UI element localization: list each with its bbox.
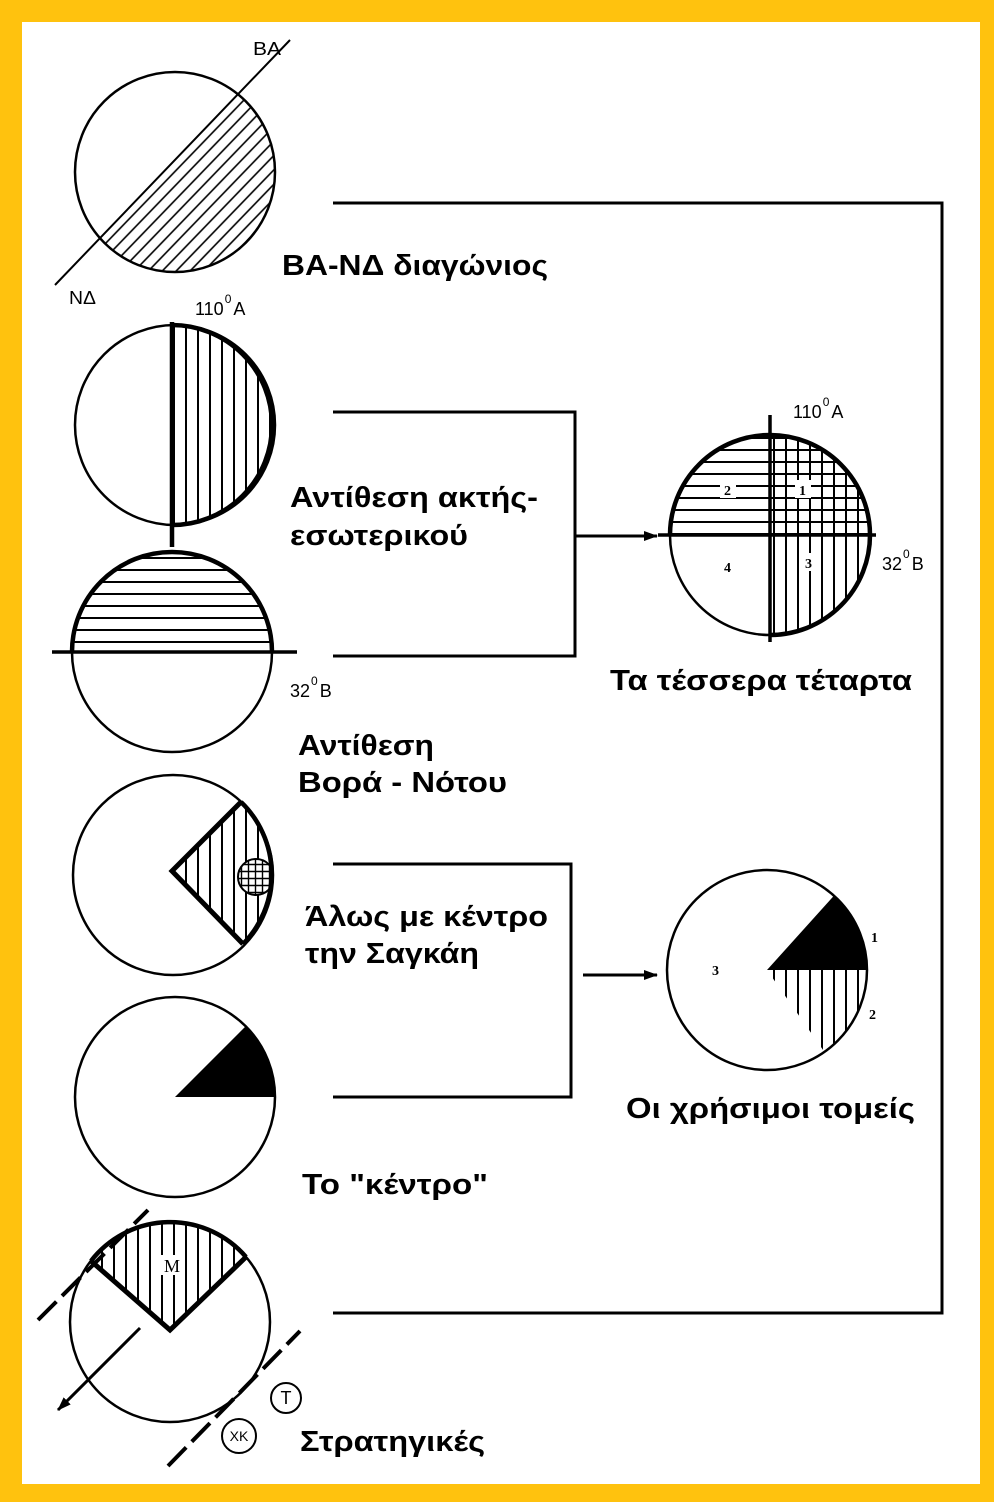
east-half-outline: [171, 322, 275, 528]
halo-title-line1: Άλως με κέντρο: [305, 901, 548, 933]
marker-xk-label: ΧΚ: [230, 1428, 249, 1444]
marker-t-circle: [270, 1382, 302, 1414]
strategic-zone-label-bg: [161, 1255, 183, 1275]
sector-1-black: [767, 895, 867, 970]
strategic-diagram: Μ Τ ΧΚ: [36, 1208, 302, 1468]
quadrant-2-label-bg: [720, 480, 736, 498]
strategic-zone-arc: [89, 1219, 248, 1263]
diagonal-circle: [73, 70, 277, 274]
useful-sectors-title: Οι χρήσιμοι τομείς: [626, 1093, 915, 1125]
coast-interior-title-line2: εσωτερικού: [290, 520, 468, 552]
diagonal-axis-line: [54, 39, 291, 286]
ne-label: ΒΑ: [253, 39, 281, 59]
meridian-dir: Α: [233, 299, 245, 319]
useful-sectors-diagram: 1 2 3: [665, 868, 878, 1072]
combine-bracket-1: [333, 410, 577, 658]
sector-2-hatch: [767, 970, 868, 1052]
diagonal-title: ΒΑ-ΝΔ διαγώνιος: [282, 250, 548, 282]
outer-connector-line: [333, 201, 944, 1315]
diagonal-diagram: ΒΑ ΝΔ ΒΑ-ΝΔ διαγώνιος: [54, 39, 548, 308]
parallel-dir: Β: [320, 681, 332, 701]
quadrants-parallel-dir: Β: [912, 554, 924, 574]
sector-2-label: 2: [869, 1008, 876, 1023]
quadrant-3-label-bg: [801, 553, 817, 571]
coast-interior-title-line1: Αντίθεση ακτής-: [290, 482, 538, 514]
quadrant-1-label: 1: [799, 484, 806, 499]
marker-xk-circle: [221, 1418, 257, 1454]
lower-dashed-line: [166, 1329, 302, 1468]
quadrant-2-label: 2: [724, 484, 731, 499]
quadrants-meridian-dir: Α: [831, 402, 843, 422]
quadrants-meridian-value: 110: [793, 402, 822, 422]
quadrants-parallel-value: 32: [882, 554, 902, 574]
parallel-value: 32: [290, 681, 310, 701]
shanghai-spot-hatch: [237, 858, 273, 896]
north-south-title-line1: Αντίθεση: [298, 730, 434, 762]
sector-1-label: 1: [871, 931, 878, 946]
strategic-zone-label: Μ: [164, 1256, 180, 1276]
strategic-zone-lines: [89, 1255, 248, 1334]
upper-dashed-line: [36, 1208, 150, 1322]
direction-arrow: [56, 1326, 142, 1412]
north-half-outline: [69, 549, 275, 653]
useful-sectors-circle: [665, 868, 869, 1072]
meridian-degree: 0: [225, 292, 232, 306]
diagonal-hatch: [75, 72, 275, 272]
sw-label: ΝΔ: [69, 288, 96, 308]
sector-3-label: 3: [712, 964, 719, 979]
meridian-value: 110: [195, 299, 224, 319]
quadrant-1-label-bg: [795, 480, 811, 498]
halo-title-line2: την Σαγκάη: [305, 938, 479, 970]
parallel-degree: 0: [311, 674, 318, 688]
halo-wedge-arc: [239, 800, 274, 946]
strategic-zone-hatch: [91, 1222, 246, 1330]
quadrant-3-label: 3: [805, 557, 812, 572]
quadrants-title: Τα τέσσερα τέταρτα: [610, 665, 912, 697]
quadrants-hatched-outline: [667, 432, 873, 638]
halo-wedge-hatch: [172, 802, 272, 944]
quadrants-meridian-degree: 0: [823, 395, 830, 409]
halo-wedge-lines: [168, 800, 245, 946]
center-diagram: [73, 995, 277, 1199]
north-south-title-line2: Βορά - Νότου: [298, 767, 507, 799]
center-black-sector: [175, 1026, 275, 1097]
center-title: Το "κέντρο": [302, 1169, 488, 1201]
center-circle: [73, 995, 277, 1199]
quadrants-parallel-degree: 0: [903, 547, 910, 561]
halo-diagram: [71, 773, 275, 977]
quadrant-4-label: 4: [724, 561, 731, 576]
strategic-title: Στρατηγικές: [300, 1426, 485, 1458]
marker-t-label: Τ: [281, 1388, 292, 1408]
combine-bracket-2: [333, 862, 573, 1099]
